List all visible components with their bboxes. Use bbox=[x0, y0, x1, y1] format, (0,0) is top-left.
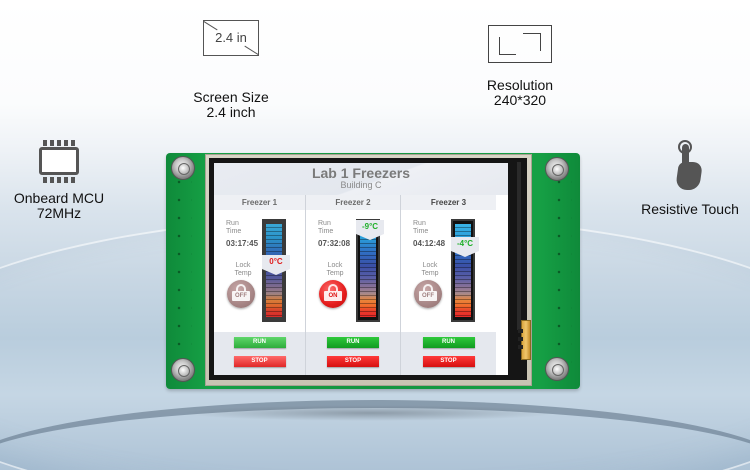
run-time-value: 04:12:48 bbox=[413, 239, 446, 248]
padlock-icon bbox=[236, 284, 246, 291]
freezer-panel-1: Freezer 1 Run Time 03:17:45 Lock Temp OF… bbox=[214, 195, 306, 375]
freezer-name: Freezer 3 bbox=[401, 195, 496, 210]
touch-label: Resistive Touch bbox=[641, 201, 739, 217]
page-subtitle: Building C bbox=[340, 180, 382, 190]
screen-size-label: Screen Size bbox=[193, 89, 269, 105]
resolution-icon bbox=[488, 25, 552, 63]
run-button[interactable]: RUN bbox=[327, 337, 379, 348]
feature-screen-size: 2.4 in Screen Size 2.4 inch bbox=[186, 20, 276, 120]
temperature-marker: -4°C bbox=[451, 237, 479, 257]
device-shadow bbox=[180, 405, 560, 421]
screw-bottom-left bbox=[171, 358, 195, 382]
temperature-marker: -9°C bbox=[356, 220, 384, 240]
run-time-label: Run Time bbox=[226, 220, 242, 235]
freezer-name: Freezer 2 bbox=[306, 195, 400, 210]
chip-icon bbox=[37, 140, 81, 184]
run-time-label: Run Time bbox=[318, 220, 334, 235]
title-band: Lab 1 Freezers Building C bbox=[214, 163, 508, 195]
touch-hand-icon bbox=[670, 140, 710, 192]
lock-state: ON bbox=[324, 291, 342, 301]
run-button[interactable]: RUN bbox=[422, 337, 475, 348]
lock-state: OFF bbox=[419, 291, 437, 301]
temperature-gauge: 0°C bbox=[262, 219, 290, 322]
stop-button[interactable]: STOP bbox=[327, 356, 379, 367]
button-area: RUN STOP bbox=[401, 332, 496, 375]
flex-connector bbox=[518, 320, 531, 360]
resolution-label: Resolution bbox=[486, 77, 554, 93]
button-area: RUN STOP bbox=[306, 332, 400, 375]
screw-top-left bbox=[171, 156, 195, 180]
background-swirl-edge bbox=[0, 400, 750, 470]
lock-state: OFF bbox=[232, 291, 250, 301]
temperature-gauge: -9°C bbox=[356, 219, 384, 322]
screen-size-value: 2.4 inch bbox=[206, 104, 256, 120]
page-title: Lab 1 Freezers bbox=[311, 165, 411, 181]
lock-temp-toggle[interactable]: OFF bbox=[414, 280, 442, 308]
temperature-gauge: -4°C bbox=[451, 219, 479, 322]
lock-temp-label: Lock Temp bbox=[234, 262, 252, 277]
lock-temp-toggle[interactable]: ON bbox=[319, 280, 347, 308]
touch-display[interactable]: Lab 1 Freezers Building C Freezer 1 Run … bbox=[214, 163, 508, 375]
freezer-panel-2: Freezer 2 Run Time 07:32:08 Lock Temp ON… bbox=[306, 195, 401, 375]
run-time-value: 03:17:45 bbox=[226, 239, 259, 248]
freezer-name: Freezer 1 bbox=[214, 195, 305, 210]
padlock-icon bbox=[423, 284, 433, 291]
mcu-label: Onbeard MCU bbox=[13, 190, 105, 206]
stop-button[interactable]: STOP bbox=[233, 356, 286, 367]
run-button[interactable]: RUN bbox=[233, 337, 286, 348]
lock-temp-label: Lock Temp bbox=[421, 262, 439, 277]
lock-temp-toggle[interactable]: OFF bbox=[227, 280, 255, 308]
freezer-panel-3: Freezer 3 Run Time 04:12:48 Lock Temp OF… bbox=[401, 195, 508, 375]
screw-top-right bbox=[545, 157, 569, 181]
run-time-label: Run Time bbox=[413, 220, 429, 235]
screen-size-icon: 2.4 in bbox=[203, 20, 259, 56]
mcu-value: 72MHz bbox=[36, 205, 82, 221]
run-time-value: 07:32:08 bbox=[318, 239, 351, 248]
lock-temp-label: Lock Temp bbox=[326, 262, 344, 277]
feature-touch: Resistive Touch bbox=[630, 140, 750, 217]
padlock-icon bbox=[328, 284, 338, 291]
temperature-marker: 0°C bbox=[262, 255, 290, 275]
feature-resolution: Resolution 240*320 bbox=[470, 25, 570, 108]
screw-bottom-right bbox=[545, 357, 569, 381]
resolution-value: 240*320 bbox=[493, 92, 547, 108]
feature-mcu: Onbeard MCU 72MHz bbox=[4, 140, 114, 221]
stop-button[interactable]: STOP bbox=[422, 356, 475, 367]
button-area: RUN STOP bbox=[214, 332, 305, 375]
